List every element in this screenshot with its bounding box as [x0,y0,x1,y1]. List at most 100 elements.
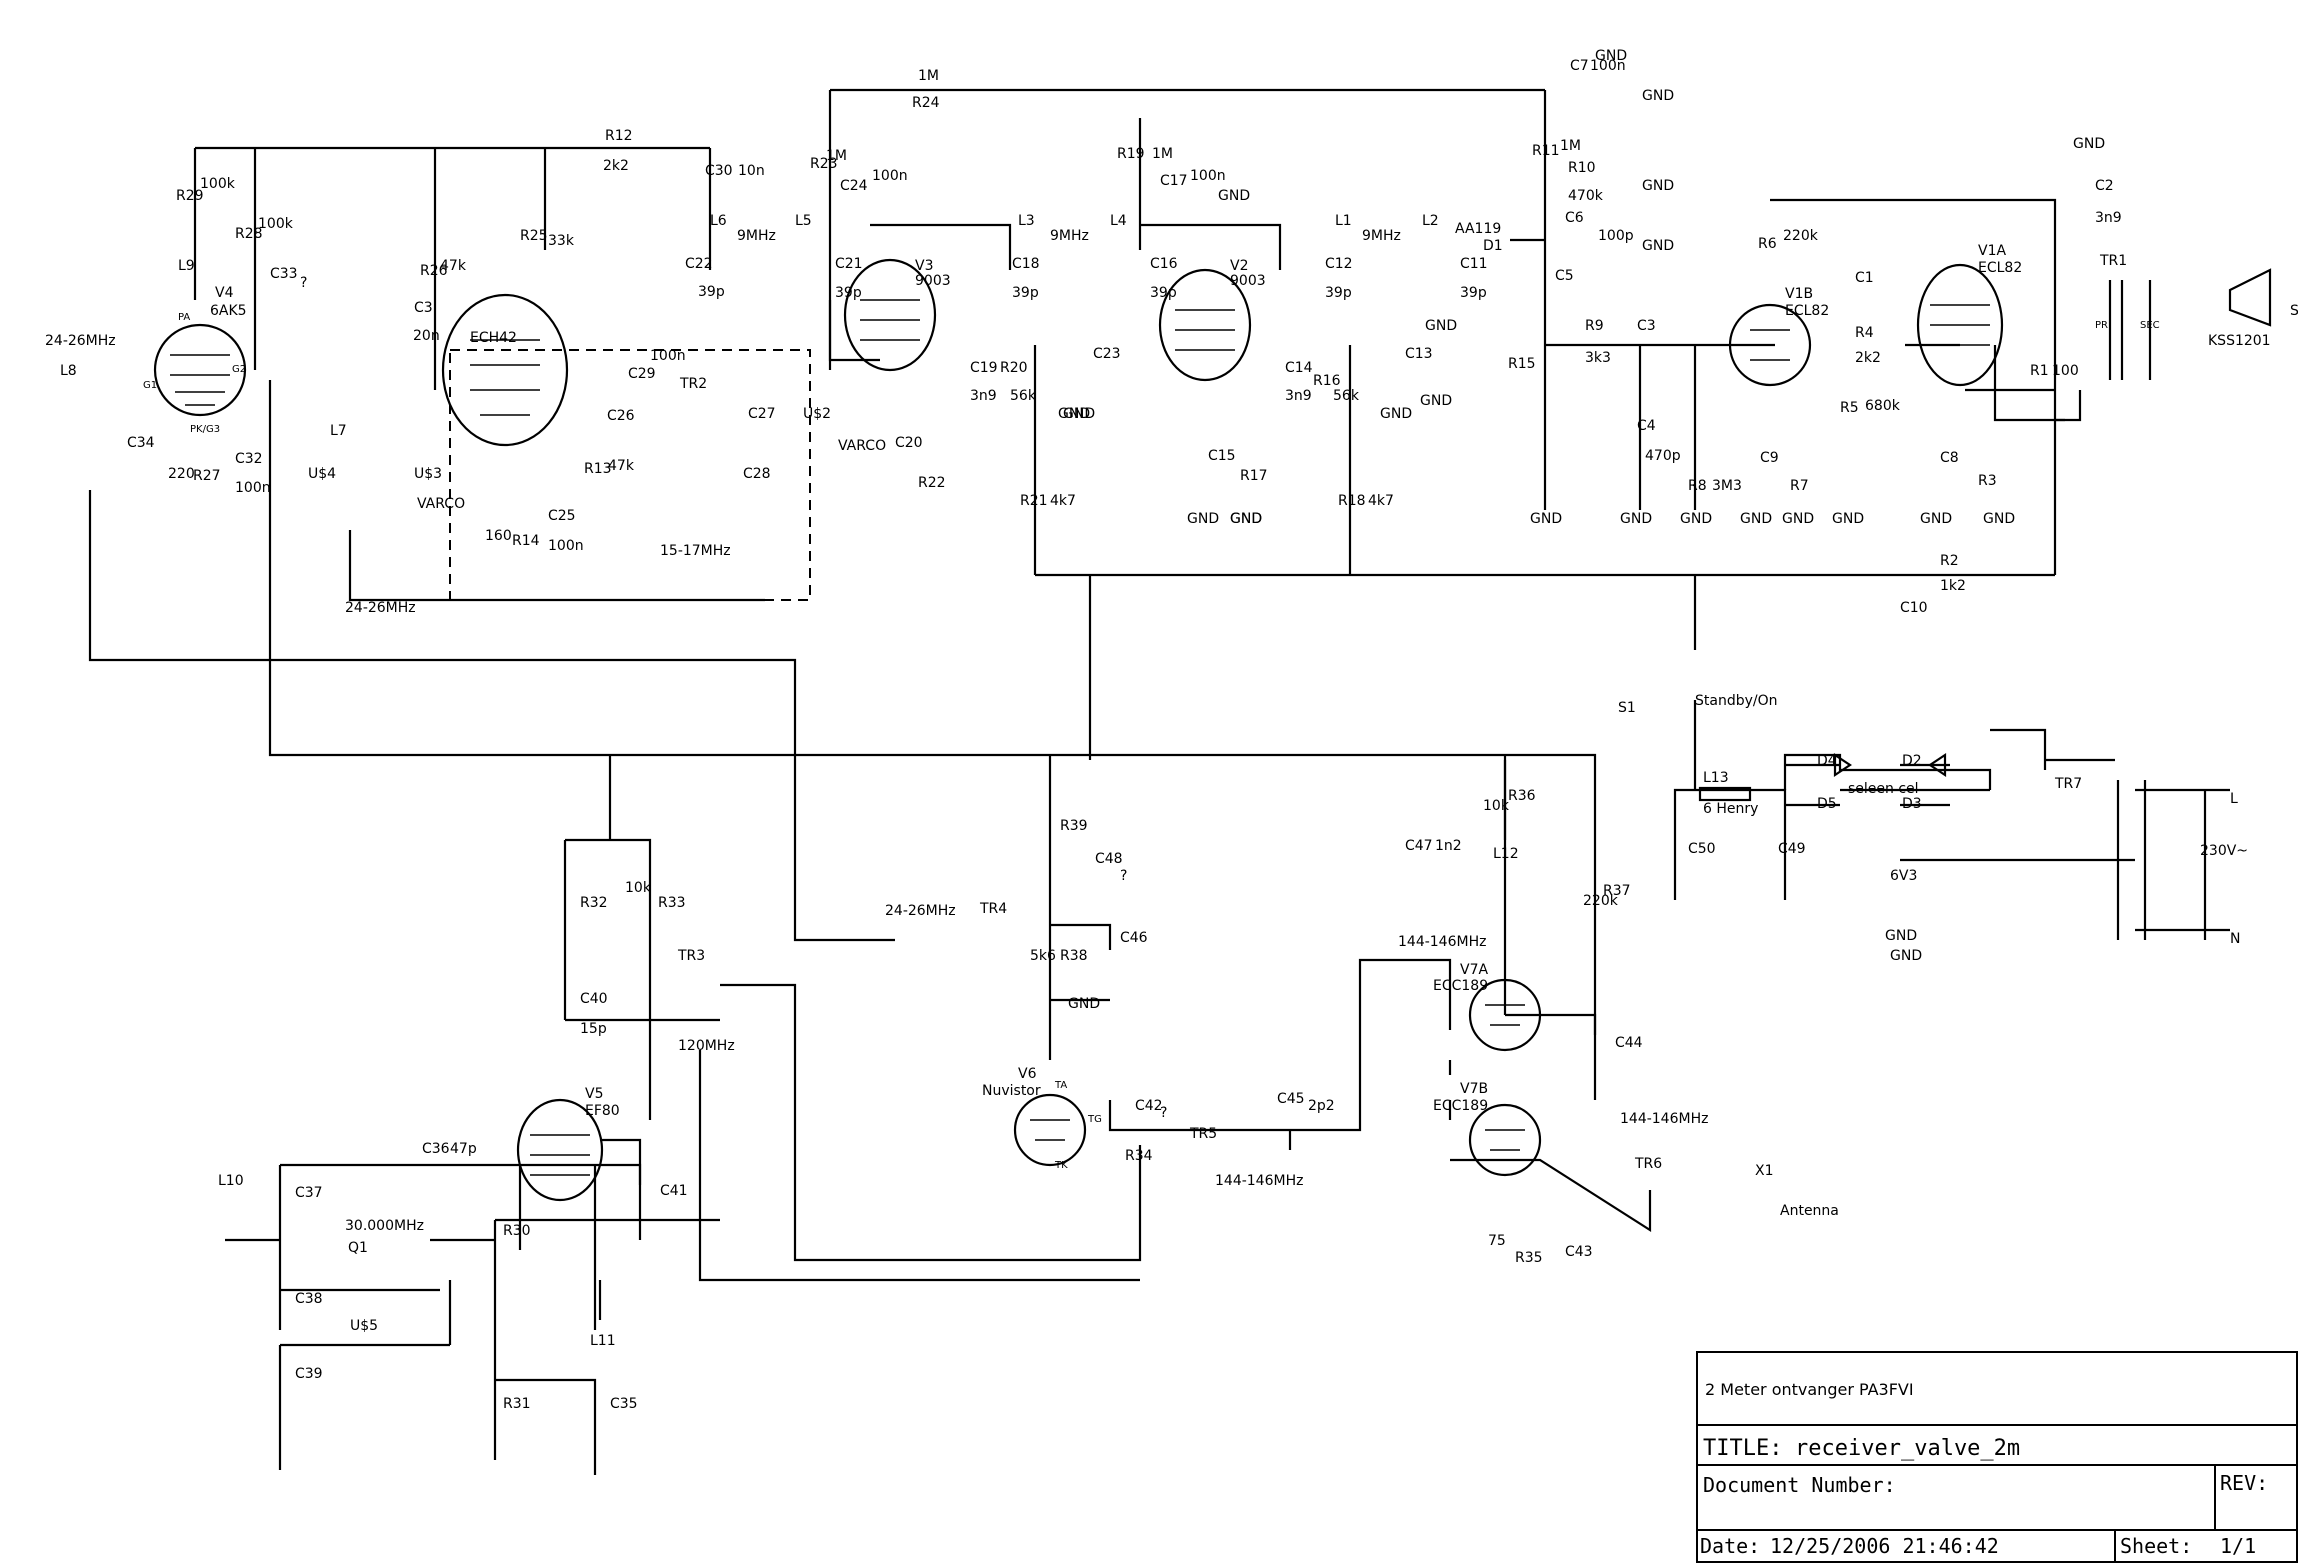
label: 220 [168,466,195,482]
label: PRI [2095,320,2111,331]
label: 470p [1645,448,1681,464]
label: R9 [1585,318,1604,334]
label: 680k [1865,398,1901,414]
label: 4k7 [1050,493,1076,509]
label: U$2 [803,406,831,422]
label: R14 [512,533,540,549]
doc-title: receiver_valve_2m [1795,1436,2020,1461]
label: 2p2 [1308,1098,1335,1114]
label: 470k [1568,188,1604,204]
label: TR3 [677,948,705,964]
label: GND [1595,48,1627,64]
label: C18 [1012,256,1040,272]
label: C40 [580,991,608,1007]
tube-v2 [1158,268,1252,382]
label: GND [1058,406,1090,422]
label: GND [1425,318,1457,334]
label: GND [1230,511,1262,527]
label: TK [1054,1160,1068,1171]
label: 5k6 [1030,948,1056,964]
label: TR2 [679,376,707,392]
label: 47p [450,1141,477,1157]
label: 56k [1010,388,1037,404]
label: GND [1920,511,1952,527]
label: C30 [705,163,733,179]
label: GND [1187,511,1219,527]
label: 24-26MHz [345,600,416,616]
label: L4 [1110,213,1127,229]
label: 4k7 [1368,493,1394,509]
label: C15 [1208,448,1236,464]
label: C3 [414,300,433,316]
label: R20 [1000,360,1028,376]
label: Standby/On [1695,693,1778,709]
label: C42 [1135,1098,1163,1114]
label: C2 [2095,178,2114,194]
tube-v5 [516,1098,604,1202]
label: 100n [1190,168,1226,184]
label: R10 [1568,160,1596,176]
label: 39p [835,285,862,301]
label: C25 [548,508,576,524]
label: 9003 [1230,273,1266,289]
label: C32 [235,451,263,467]
label: R15 [1508,356,1536,372]
label: TA [1054,1080,1067,1091]
label: GND [2073,136,2105,152]
label: 1M [1152,146,1173,162]
label: C23 [1093,346,1121,362]
label: GND [1782,511,1814,527]
label: C36 [422,1141,450,1157]
label: C37 [295,1185,323,1201]
label: AA119 [1455,221,1501,237]
label: R2 [1940,553,1959,569]
label: 39p [1460,285,1487,301]
label: C20 [895,435,923,451]
label: 47k [608,458,635,474]
label: ECC189 [1433,1098,1488,1114]
choke-l13 [1698,786,1752,802]
label: TG [1087,1114,1102,1125]
label: C48 [1095,851,1123,867]
label: C22 [685,256,713,272]
label: 3k3 [1585,350,1611,366]
label: C50 [1688,841,1716,857]
diode-icon [1833,752,1947,778]
transformers [598,268,2272,1320]
tr1-core [2108,280,2152,380]
label: C7 [1570,58,1589,74]
label: GND [1890,948,1922,964]
label: TR7 [2054,776,2082,792]
label: C11 [1460,256,1488,272]
label: U$3 [414,466,442,482]
label: R35 [1515,1250,1543,1266]
label: R33 [658,895,686,911]
label: R6 [1758,236,1777,252]
label: 100 [2052,363,2079,379]
label: 100k [200,176,236,192]
label: C4 [1637,418,1656,434]
label: 220k [1783,228,1819,244]
label: C44 [1615,1035,1643,1051]
label: C41 [660,1183,688,1199]
label: C10 [1900,600,1928,616]
label: L7 [330,423,347,439]
label: VARCO [417,496,465,512]
tubes [153,258,2004,1202]
label: 100n [1590,58,1626,74]
label: D2 [1902,753,1922,769]
label: G1 [143,380,157,391]
label: 9003 [915,273,951,289]
label: 144-146MHz [1215,1173,1303,1189]
wiring [88,88,2230,1475]
label: L6 [710,213,727,229]
label: 1M [918,68,939,84]
label: PA [178,312,190,323]
label: R3 [1978,473,1997,489]
label: C34 [127,435,155,451]
label: C47 [1405,838,1433,854]
label: 39p [698,284,725,300]
label: L9 [178,258,195,274]
label: R23 [810,156,838,172]
label: 220k [1583,893,1619,909]
